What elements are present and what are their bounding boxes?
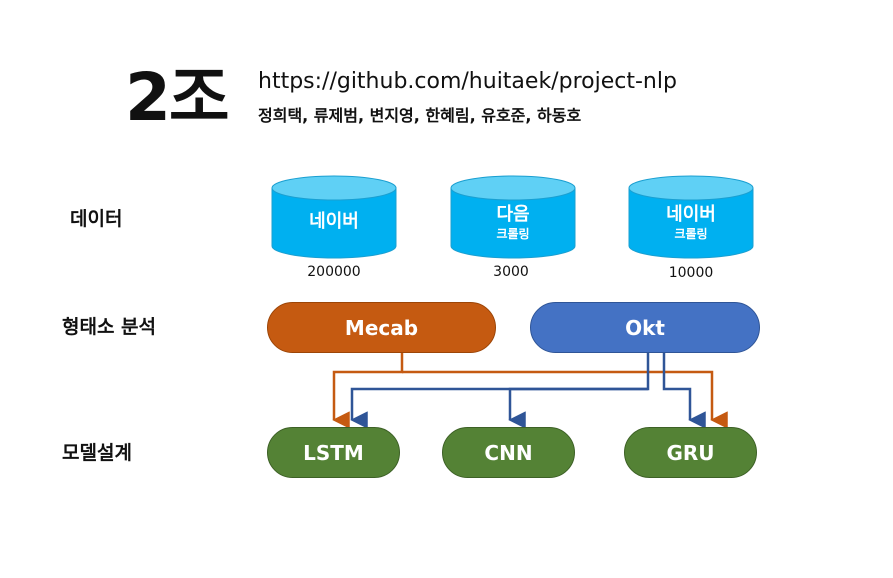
row-label-morph: 형태소 분석 (62, 316, 157, 338)
row-label-data: 데이터 (70, 208, 123, 230)
cnn-node: CNN (442, 427, 575, 478)
source-label-3: 네이버 크롤링 (629, 204, 753, 242)
source-cylinder-naver-crawl (628, 175, 754, 259)
source-count-3: 10000 (668, 265, 714, 281)
source-label-2: 다음 크롤링 (451, 204, 575, 242)
source-count-1: 200000 (307, 264, 361, 280)
mecab-connectors (332, 352, 728, 429)
source-count-2: 3000 (493, 264, 529, 280)
source-title-1: 네이버 (309, 211, 359, 232)
team-title: 2조 (125, 59, 230, 136)
source-cylinder-naver (271, 175, 397, 259)
source-subtitle-3: 크롤링 (674, 227, 708, 241)
mecab-node: Mecab (267, 302, 496, 353)
okt-node: Okt (530, 302, 760, 353)
okt-connectors (350, 352, 706, 429)
row-label-model: 모델설계 (62, 442, 132, 464)
source-title-2: 다음 (496, 204, 530, 225)
source-title-3: 네이버 (666, 204, 716, 225)
source-label-1: 네이버 (272, 211, 396, 233)
source-cylinder-daum (450, 175, 576, 259)
source-subtitle-2: 크롤링 (496, 227, 530, 241)
member-list: 정희택, 류제범, 변지영, 한혜림, 유호준, 하동호 (258, 106, 582, 125)
gru-node: GRU (624, 427, 757, 478)
lstm-node: LSTM (267, 427, 400, 478)
repo-url-link[interactable]: https://github.com/huitaek/project-nlp (258, 69, 677, 94)
